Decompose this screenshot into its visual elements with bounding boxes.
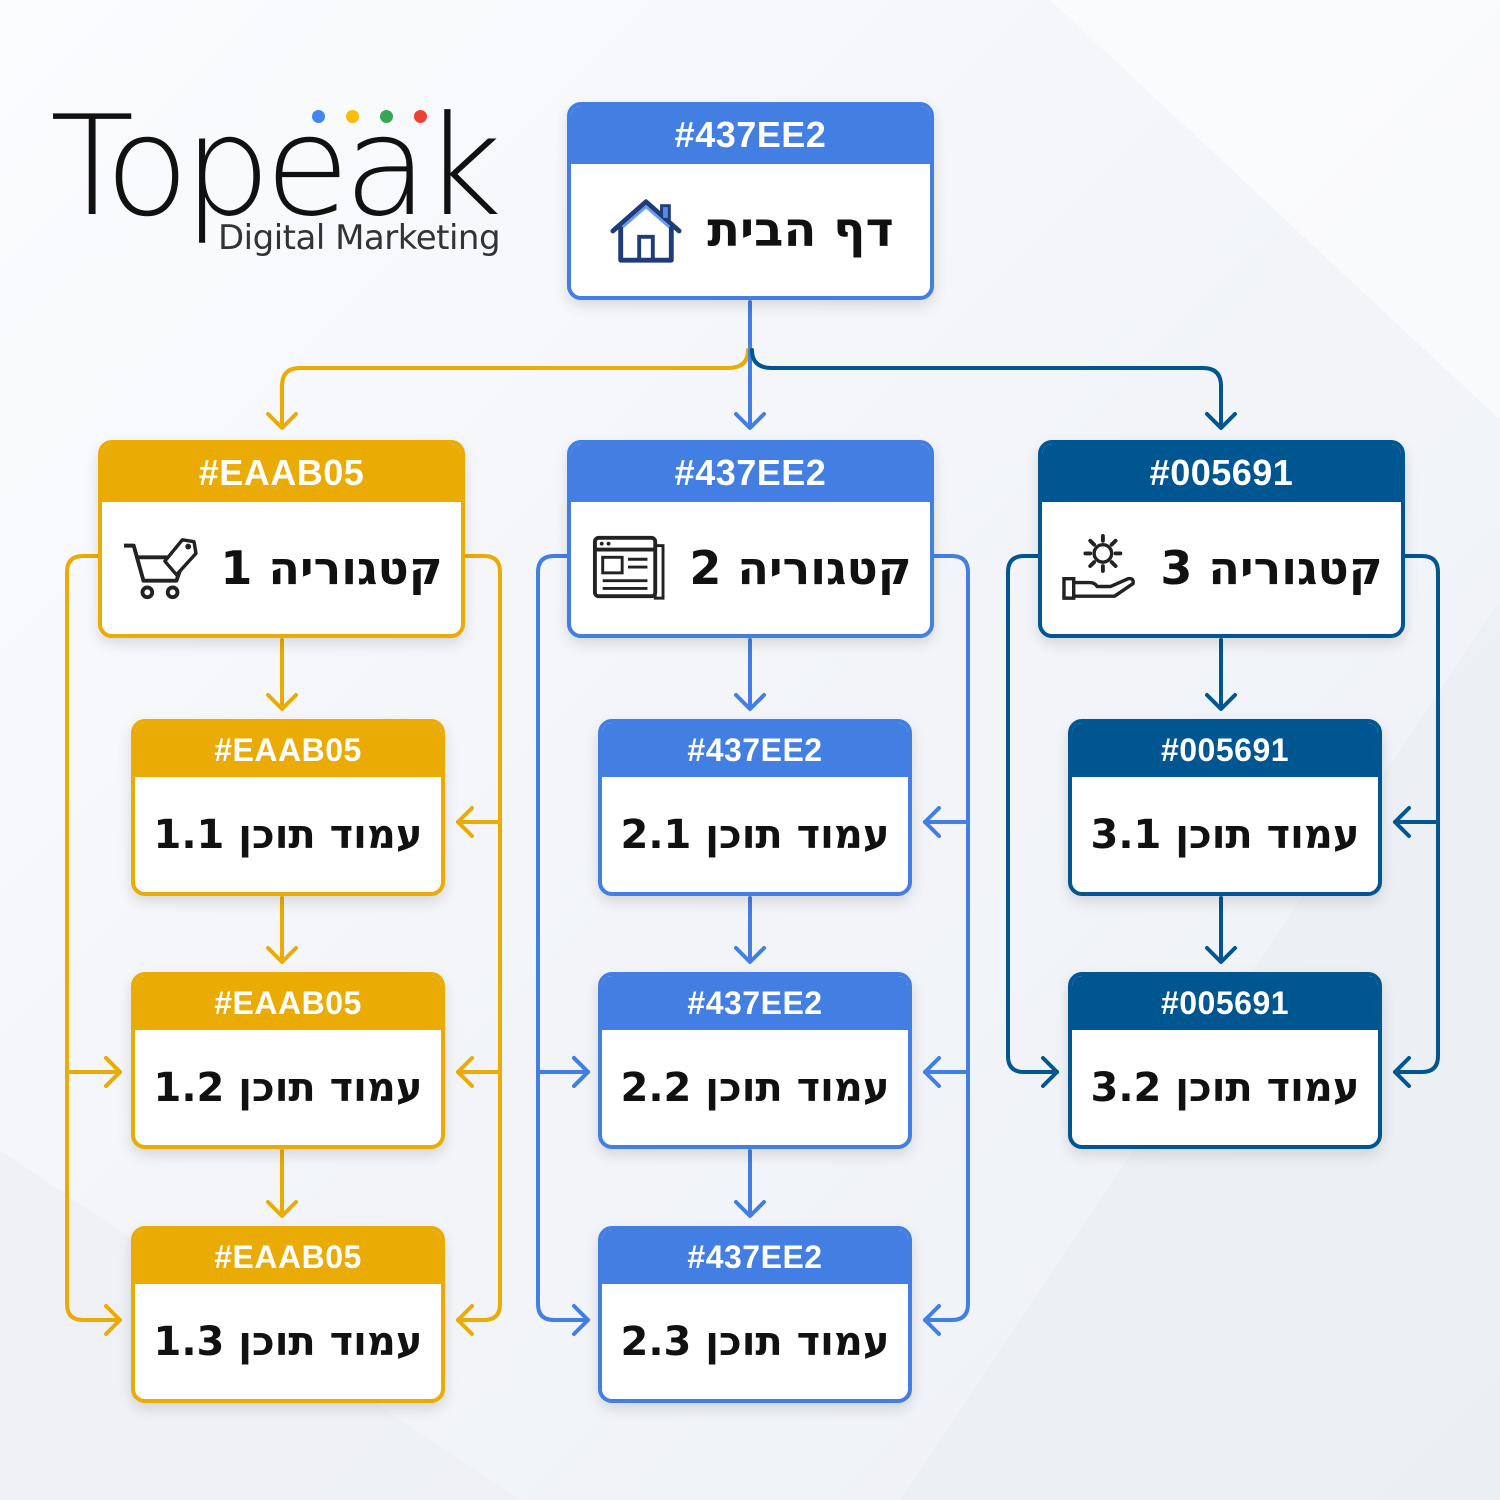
node-header: #437EE2: [602, 723, 908, 777]
hand-gear-icon: [1062, 533, 1136, 600]
arrowhead-down: [266, 946, 298, 964]
category-node-2: #437EE2 קטגוריה 2: [567, 440, 934, 638]
arrowhead-right: [104, 1304, 122, 1336]
logo-dot-blue: [312, 110, 325, 123]
logo-dot-green: [380, 110, 393, 123]
logo-tagline: Digital Marketing: [218, 218, 501, 258]
connector-line: [456, 554, 502, 1322]
arrowhead-right: [1041, 1056, 1059, 1088]
arrowhead-right: [572, 1304, 590, 1336]
node-body: עמוד תוכן 1.1: [135, 777, 441, 892]
node-header: #005691: [1042, 444, 1401, 502]
node-label: עמוד תוכן 1.2: [153, 1064, 423, 1111]
arrowhead-right: [104, 1056, 122, 1088]
connector-line: [750, 348, 1223, 428]
company-logo: Topeak Digital Marketing: [50, 92, 510, 272]
connector-line: [536, 554, 590, 1322]
node-header: #437EE2: [571, 106, 930, 164]
node-header: #EAAB05: [102, 444, 461, 502]
node-label: קטגוריה 1: [220, 541, 443, 595]
arrowhead-left: [923, 1056, 941, 1088]
content-page-1-3: #EAAB05 עמוד תוכן 1.3: [131, 1226, 445, 1403]
arrowhead-right: [572, 1056, 590, 1088]
connector-line: [280, 348, 750, 428]
content-page-1-2: #EAAB05 עמוד תוכן 1.2: [131, 972, 445, 1149]
arrowhead-down: [1205, 693, 1237, 711]
node-body: עמוד תוכן 3.1: [1072, 777, 1378, 892]
arrowhead-left: [456, 806, 474, 838]
node-header: #EAAB05: [135, 976, 441, 1030]
category-node-3: #005691 קטגוריה 3: [1038, 440, 1405, 638]
arrowhead-down: [266, 693, 298, 711]
root-node: #437EE2 דף הבית: [567, 102, 934, 300]
node-body: עמוד תוכן 2.1: [602, 777, 908, 892]
connector-line: [923, 554, 970, 1322]
arrowhead-left: [456, 1056, 474, 1088]
node-label: קטגוריה 3: [1160, 541, 1383, 595]
content-page-3-1: #005691 עמוד תוכן 3.1: [1068, 719, 1382, 896]
arrowhead-left: [923, 806, 941, 838]
arrowhead-left: [1393, 1056, 1411, 1088]
node-header: #437EE2: [602, 1230, 908, 1284]
shopping-cart-tag-icon: [124, 538, 199, 600]
connector-line: [1393, 554, 1440, 1074]
node-body: עמוד תוכן 1.2: [135, 1030, 441, 1145]
arrowhead-left: [456, 1304, 474, 1336]
node-header: #005691: [1072, 976, 1378, 1030]
logo-dots: [312, 110, 442, 126]
connector-line: [1006, 554, 1059, 1074]
node-body: קטגוריה 2: [571, 502, 930, 634]
node-body: עמוד תוכן 1.3: [135, 1284, 441, 1399]
arrowhead-down: [1205, 946, 1237, 964]
node-label: עמוד תוכן 1.3: [153, 1318, 423, 1365]
arrowhead-down: [734, 412, 766, 430]
node-body: דף הבית: [571, 164, 930, 296]
node-label: עמוד תוכן 3.1: [1090, 811, 1360, 858]
node-label: עמוד תוכן 2.1: [620, 811, 890, 858]
category-node-1: #EAAB05 קטגוריה 1: [98, 440, 465, 638]
arrowhead-left: [1393, 806, 1411, 838]
node-label: עמוד תוכן 1.1: [153, 811, 423, 858]
house-icon: [610, 199, 682, 263]
node-label: עמוד תוכן 3.2: [1090, 1064, 1360, 1111]
node-header: #437EE2: [571, 444, 930, 502]
arrowhead-down: [734, 693, 766, 711]
node-header: #EAAB05: [135, 1230, 441, 1284]
content-page-1-1: #EAAB05 עמוד תוכן 1.1: [131, 719, 445, 896]
connector-line: [65, 554, 122, 1322]
browser-window-icon: [593, 535, 665, 600]
node-header: #005691: [1072, 723, 1378, 777]
node-header: #437EE2: [602, 976, 908, 1030]
node-body: עמוד תוכן 3.2: [1072, 1030, 1378, 1145]
content-page-2-3: #437EE2 עמוד תוכן 2.3: [598, 1226, 912, 1403]
node-body: קטגוריה 3: [1042, 502, 1401, 634]
logo-dot-red: [414, 110, 427, 123]
node-header: #EAAB05: [135, 723, 441, 777]
arrowhead-down: [734, 1200, 766, 1218]
content-page-2-2: #437EE2 עמוד תוכן 2.2: [598, 972, 912, 1149]
node-label: עמוד תוכן 2.2: [620, 1064, 890, 1111]
node-body: עמוד תוכן 2.2: [602, 1030, 908, 1145]
logo-dot-yellow: [346, 110, 359, 123]
node-body: עמוד תוכן 2.3: [602, 1284, 908, 1399]
arrowhead-down: [266, 412, 298, 430]
node-body: קטגוריה 1: [102, 502, 461, 634]
content-page-2-1: #437EE2 עמוד תוכן 2.1: [598, 719, 912, 896]
node-label: קטגוריה 2: [689, 541, 912, 595]
arrowhead-down: [1205, 412, 1237, 430]
content-page-3-2: #005691 עמוד תוכן 3.2: [1068, 972, 1382, 1149]
node-label: עמוד תוכן 2.3: [620, 1318, 890, 1365]
arrowhead-down: [266, 1200, 298, 1218]
node-label: דף הבית: [707, 202, 894, 258]
arrowhead-down: [734, 946, 766, 964]
arrowhead-left: [923, 1304, 941, 1336]
